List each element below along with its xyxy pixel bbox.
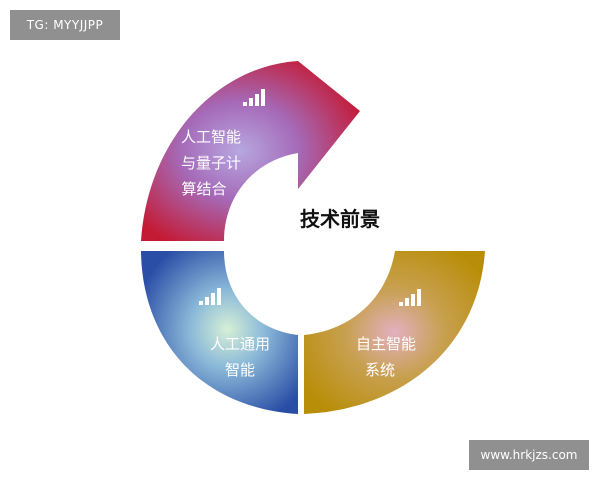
segment-label-line: 算结合 bbox=[181, 180, 226, 198]
watermark-tag: TG: MYYJJPP bbox=[10, 10, 120, 40]
watermark-site: www.hrkjzs.com bbox=[469, 440, 589, 470]
segment-label-line: 自主智能 bbox=[356, 335, 416, 353]
segment-label-line: 与量子计 bbox=[181, 154, 241, 172]
segment-label-line: 人工通用 bbox=[210, 335, 270, 353]
segment-red-arc bbox=[141, 61, 360, 241]
segment-blue-arc bbox=[141, 251, 298, 414]
signal-bars-icon bbox=[243, 89, 265, 106]
segment-gold-arc bbox=[304, 251, 485, 414]
signal-bars-icon bbox=[199, 288, 221, 305]
segment-label-line: 智能 bbox=[225, 361, 255, 379]
segment-label-line: 系统 bbox=[365, 361, 395, 379]
segment-label-line: 人工智能 bbox=[181, 128, 241, 146]
signal-bars-icon bbox=[399, 289, 421, 306]
center-title: 技术前景 bbox=[300, 207, 380, 231]
